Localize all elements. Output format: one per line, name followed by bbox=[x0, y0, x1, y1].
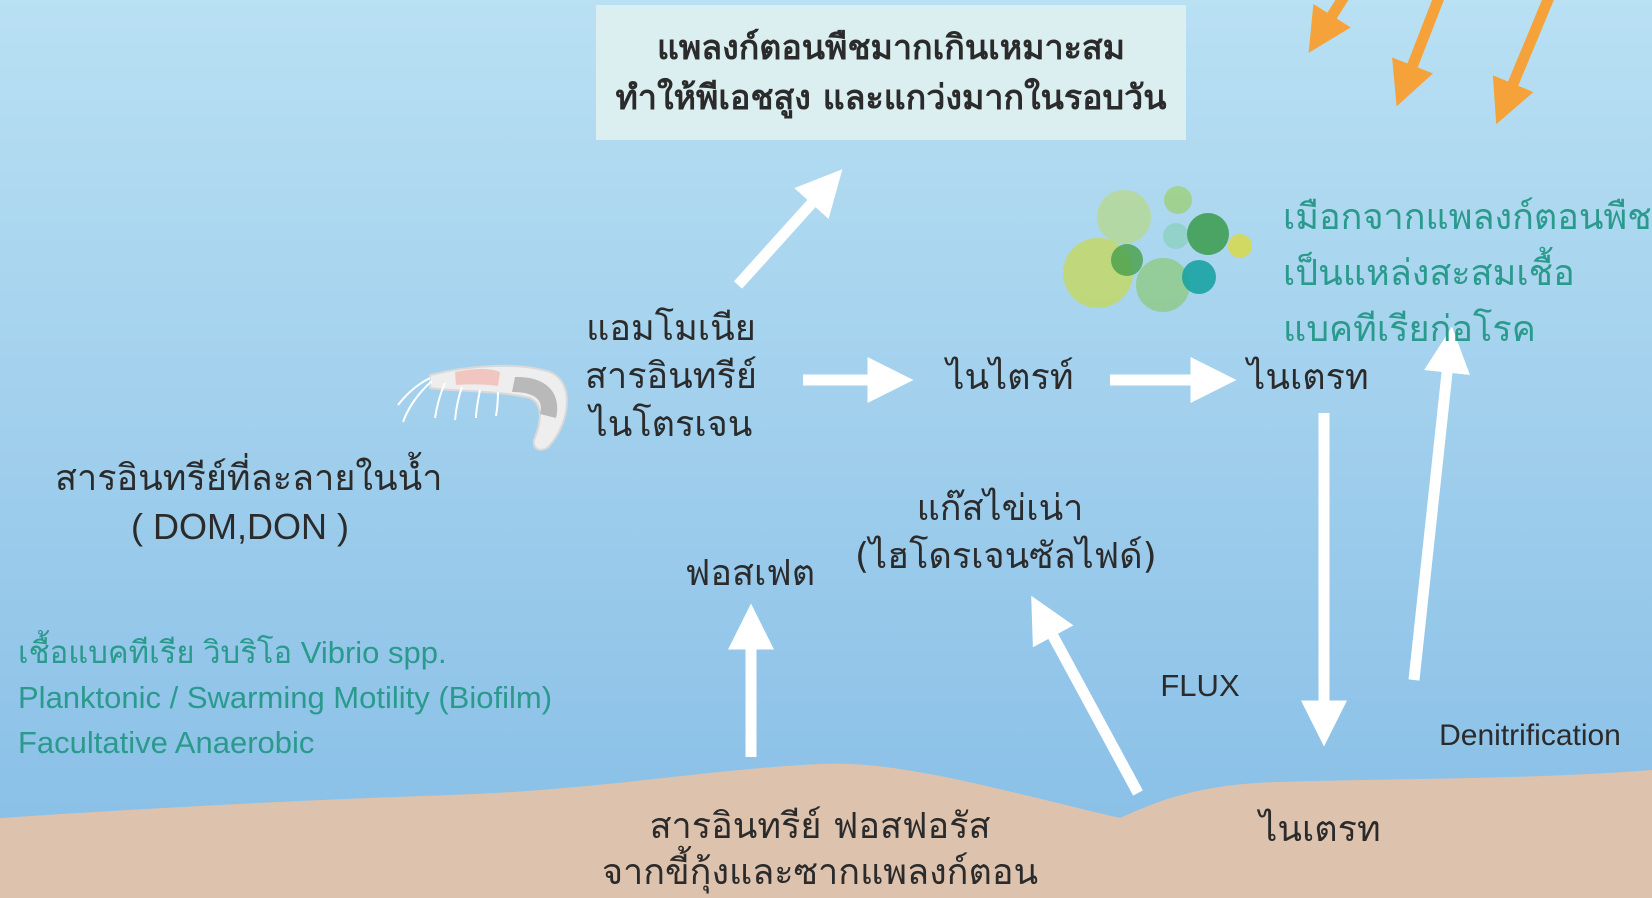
h2s-line2: (ไฮโดรเจนซัลไฟด์) bbox=[855, 536, 1157, 577]
flow-arrows bbox=[727, 169, 1471, 796]
phosphate-label: ฟอสเฟต bbox=[684, 553, 816, 594]
plankton-bubbles-icon bbox=[1063, 186, 1252, 312]
mucus-line1: เมือกจากแพลงก์ตอนพืช bbox=[1283, 197, 1652, 238]
vibrio-line1: เชื้อแบคทีเรีย วิบริโอ Vibrio spp. bbox=[18, 635, 447, 670]
dissolved-organic-line1: สารอินทรีย์ที่ละลายในน้ำ bbox=[55, 458, 443, 499]
plankton-excess-line1: แพลงก์ตอนพืชมากเกินเหมาะสม bbox=[656, 27, 1126, 68]
ammonia-line3: ไนโตรเจน bbox=[589, 404, 753, 445]
sediment-layer bbox=[0, 763, 1652, 898]
vibrio-label: เชื้อแบคทีเรีย วิบริโอ Vibrio spp. Plank… bbox=[18, 630, 552, 765]
arrow-sediment-to-h2s bbox=[1031, 595, 1143, 796]
mucus-label: เมือกจากแพลงก์ตอนพืช เป็นแหล่งสะสมเชื้อ … bbox=[1283, 190, 1652, 358]
ammonia-label: แอมโมเนีย สารอินทรีย์ ไนโตรเจน bbox=[576, 305, 766, 449]
nitrite-label: ไนไตรท์ bbox=[946, 357, 1074, 398]
arrow-ammonia-to-plankton bbox=[733, 169, 843, 289]
arrow-denitrification-up bbox=[1408, 326, 1471, 681]
vibrio-line2: Planktonic / Swarming Motility (Biofilm) bbox=[18, 680, 553, 715]
sun-arrow-3 bbox=[1492, 0, 1554, 125]
h2s-label: แก๊สไข่เน่า (ไฮโดรเจนซัลไฟด์) bbox=[855, 485, 1157, 581]
denitrification-label: Denitrification bbox=[1439, 719, 1621, 752]
plankton-excess-line2: ทำให้พีเอชสูง และแกว่งมากในรอบวัน bbox=[615, 77, 1167, 118]
sediment-organic-line2: จากขี้กุ้งและซากแพลงก์ตอน bbox=[601, 852, 1039, 893]
sun-arrow-2 bbox=[1392, 0, 1444, 107]
ammonia-line1: แอมโมเนีย bbox=[586, 308, 756, 349]
nitrate-water-label: ไนเตรท bbox=[1247, 357, 1369, 398]
mucus-line3: แบคทีเรียก่อโรค bbox=[1283, 309, 1536, 350]
vibrio-line3: Facultative Anaerobic bbox=[18, 725, 315, 760]
dissolved-organic-line2: ( DOM,DON ) bbox=[131, 506, 349, 547]
dissolved-organic-label: สารอินทรีย์ที่ละลายในน้ำ ( DOM,DON ) bbox=[55, 455, 443, 551]
plankton-excess-box: แพลงก์ตอนพืชมากเกินเหมาะสม ทำให้พีเอชสูง… bbox=[596, 5, 1186, 140]
sun-arrow-1 bbox=[1308, 0, 1351, 53]
h2s-line1: แก๊สไข่เน่า bbox=[916, 488, 1084, 529]
sunlight-arrows bbox=[1308, 0, 1554, 125]
sediment-organic-label: สารอินทรีย์ ฟอสฟอรัส จากขี้กุ้งและซากแพล… bbox=[600, 804, 1040, 896]
ammonia-line2: สารอินทรีย์ bbox=[585, 356, 757, 397]
nitrate-sediment-label: ไนเตรท bbox=[1259, 809, 1381, 850]
mucus-line2: เป็นแหล่งสะสมเชื้อ bbox=[1283, 253, 1575, 294]
shrimp-icon bbox=[397, 364, 568, 451]
flux-label: FLUX bbox=[1160, 668, 1240, 703]
sediment-organic-line1: สารอินทรีย์ ฟอสฟอรัส bbox=[649, 806, 991, 847]
